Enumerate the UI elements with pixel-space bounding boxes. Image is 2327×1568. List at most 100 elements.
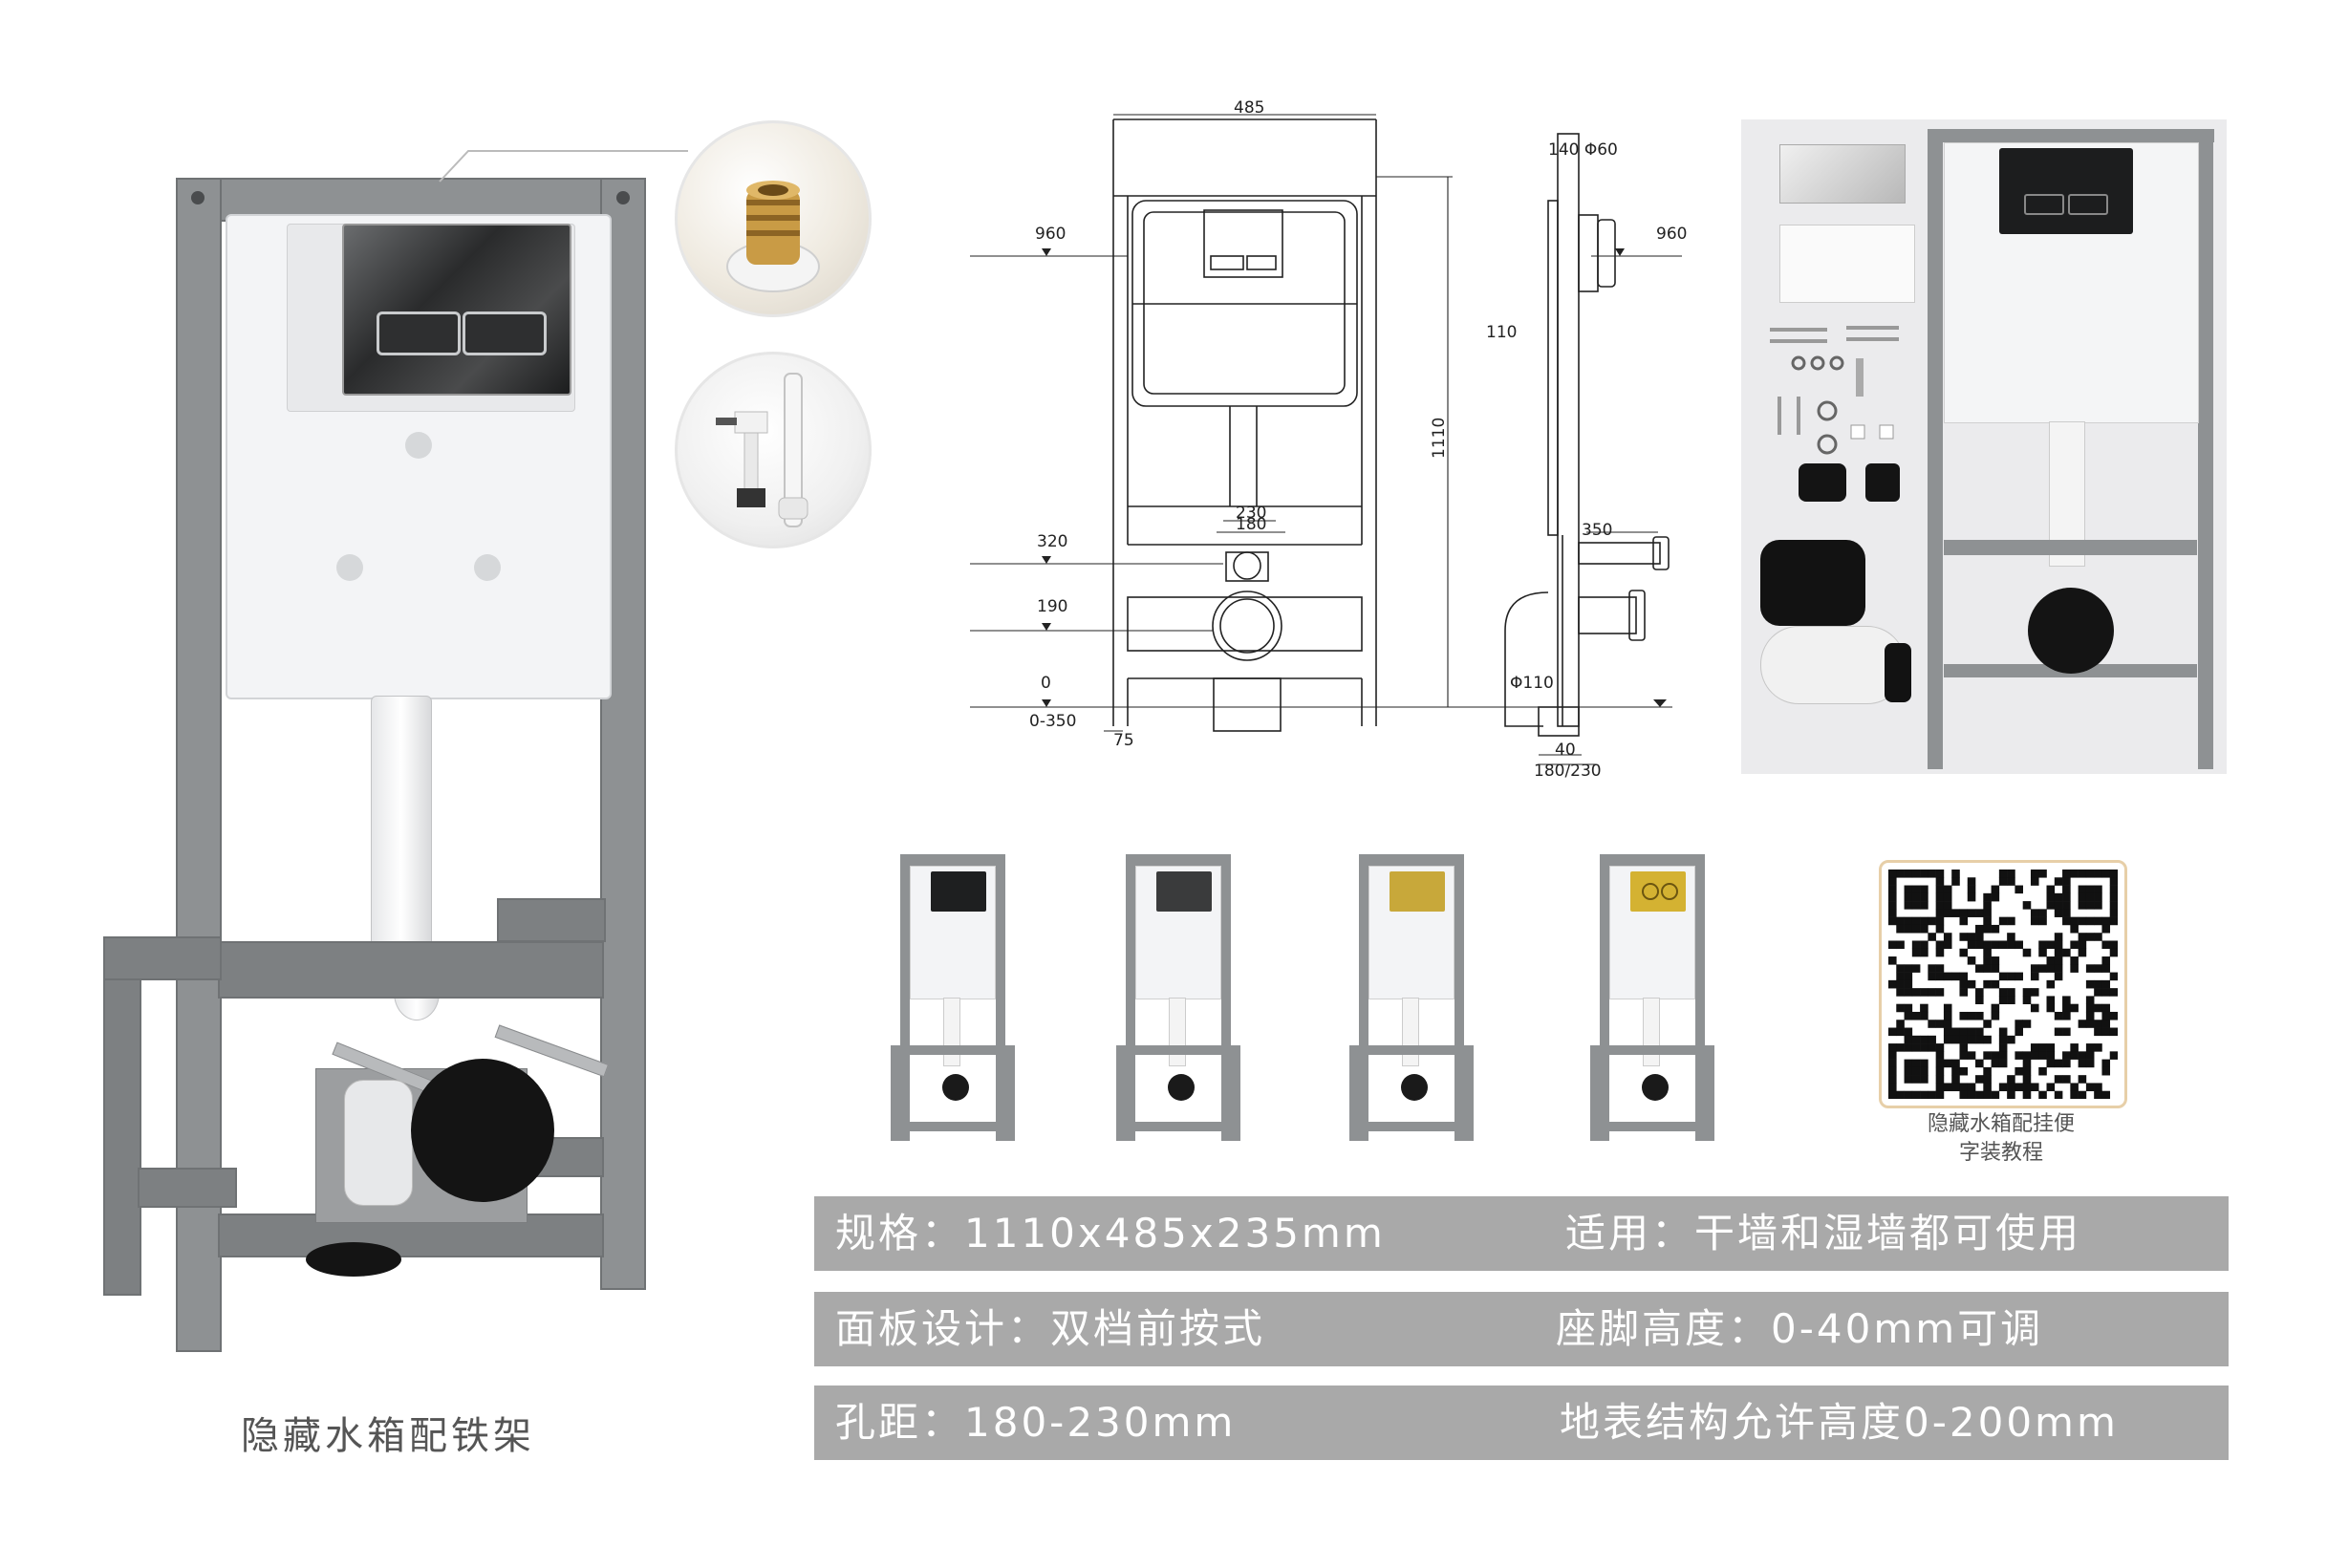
qr-module	[2030, 1083, 2039, 1092]
qr-code[interactable]	[1879, 860, 2127, 1108]
qr-module	[2070, 956, 2079, 965]
qr-module	[2062, 1059, 2071, 1068]
qr-module	[1959, 1011, 1969, 1020]
qr-module	[2094, 1043, 2102, 1052]
qr-module	[2101, 956, 2111, 965]
qr-module	[2015, 972, 2023, 981]
qr-module	[1888, 901, 1897, 910]
qr-module	[2078, 916, 2087, 926]
qr-module	[1935, 1090, 1945, 1099]
variant-panel	[1156, 871, 1212, 912]
qr-module	[2007, 972, 2015, 981]
qr-module	[1911, 1066, 1921, 1076]
qr-module	[1904, 901, 1913, 910]
qr-module	[1991, 924, 2000, 934]
kit-flush-button	[2068, 194, 2108, 215]
qr-module	[2109, 892, 2118, 902]
brass-fitting-icon	[726, 181, 820, 292]
qr-module	[2094, 885, 2102, 894]
kit-rubber-connector	[2028, 588, 2114, 674]
qr-module	[2054, 1059, 2063, 1068]
qr-module	[1935, 901, 1945, 910]
qr-module	[1959, 1066, 1969, 1076]
qr-module	[1983, 909, 1992, 917]
qr-module	[1888, 1083, 1897, 1092]
qr-module	[2030, 972, 2039, 981]
qr-module	[2078, 870, 2087, 878]
variant-black	[891, 854, 1015, 1141]
qr-module	[1896, 964, 1905, 973]
qr-module	[1951, 1075, 1960, 1084]
qr-module	[1928, 1035, 1936, 1044]
qr-module	[2078, 1020, 2087, 1028]
qr-module	[2070, 1003, 2079, 1013]
qr-module	[2015, 1051, 2023, 1060]
qr-module	[2007, 1075, 2015, 1084]
qr-module	[2062, 877, 2071, 886]
dim-0: 0	[1041, 674, 1051, 693]
qr-module	[1911, 1043, 1921, 1052]
qr-module	[1888, 1066, 1897, 1076]
qr-module	[1959, 948, 1969, 957]
qr-module	[1904, 964, 1913, 973]
detail-brass-fitting	[675, 120, 872, 317]
qr-module	[2022, 1051, 2032, 1060]
qr-module	[2046, 1051, 2056, 1060]
qr-module	[1983, 979, 1992, 989]
qr-module	[2094, 1090, 2102, 1099]
frame-middle-bar	[218, 941, 604, 999]
qr-module	[2062, 885, 2071, 894]
qr-module	[1904, 1003, 1913, 1013]
qr-module	[2078, 1059, 2087, 1068]
qr-module	[1967, 1083, 1976, 1092]
technical-drawing: 485 960 960 320 190 0 0-350 75 1110 230 …	[970, 98, 1687, 781]
qr-module	[1983, 1083, 1992, 1092]
qr-module	[1904, 870, 1913, 878]
qr-module	[1975, 1011, 1984, 1020]
qr-module	[1983, 948, 1992, 957]
qr-module	[1998, 1043, 2008, 1052]
qr-module	[1935, 877, 1945, 886]
qr-module	[1920, 1075, 1928, 1084]
frame-hole	[616, 191, 630, 204]
qr-module	[2015, 1066, 2023, 1076]
qr-module	[1935, 988, 1945, 997]
qr-module	[1928, 1090, 1936, 1099]
qr-module	[1920, 1035, 1928, 1044]
qr-module	[1967, 933, 1976, 941]
qr-module	[2085, 901, 2095, 910]
qr-module	[1975, 964, 1984, 973]
frame-left-upright	[176, 178, 222, 1352]
qr-module	[1920, 1066, 1928, 1076]
qr-module	[1904, 1090, 1913, 1099]
qr-module	[1928, 964, 1936, 973]
qr-module	[2007, 870, 2015, 878]
qr-module	[1967, 877, 1976, 886]
qr-module	[2094, 988, 2102, 997]
tank-mount-hole	[474, 554, 501, 581]
kit-frame-bar	[1944, 540, 2197, 555]
qr-module	[2085, 1059, 2095, 1068]
kit-frame-left	[1928, 129, 1943, 769]
qr-module	[1935, 948, 1945, 957]
flush-plate	[342, 224, 571, 396]
qr-module	[2022, 996, 2032, 1004]
variant-gunmetal	[1116, 854, 1240, 1141]
qr-module	[1967, 956, 1976, 965]
qr-module	[1928, 933, 1936, 941]
qr-module	[2054, 940, 2063, 950]
qr-module	[2022, 1059, 2032, 1068]
qr-module	[1959, 1051, 1969, 1060]
qr-module	[1928, 1020, 1936, 1028]
qr-module	[2054, 892, 2063, 902]
qr-module	[1904, 892, 1913, 902]
qr-module	[1888, 885, 1897, 894]
kit-screws-set	[1760, 320, 1904, 473]
qr-module	[2046, 901, 2056, 910]
spec-dimensions: 规格：1110x485x235mm	[835, 1210, 1386, 1257]
qr-module	[1967, 1011, 1976, 1020]
qr-module	[1935, 964, 1945, 973]
qr-module	[1904, 1035, 1913, 1044]
qr-module	[1888, 940, 1897, 950]
qr-module	[2030, 988, 2039, 997]
